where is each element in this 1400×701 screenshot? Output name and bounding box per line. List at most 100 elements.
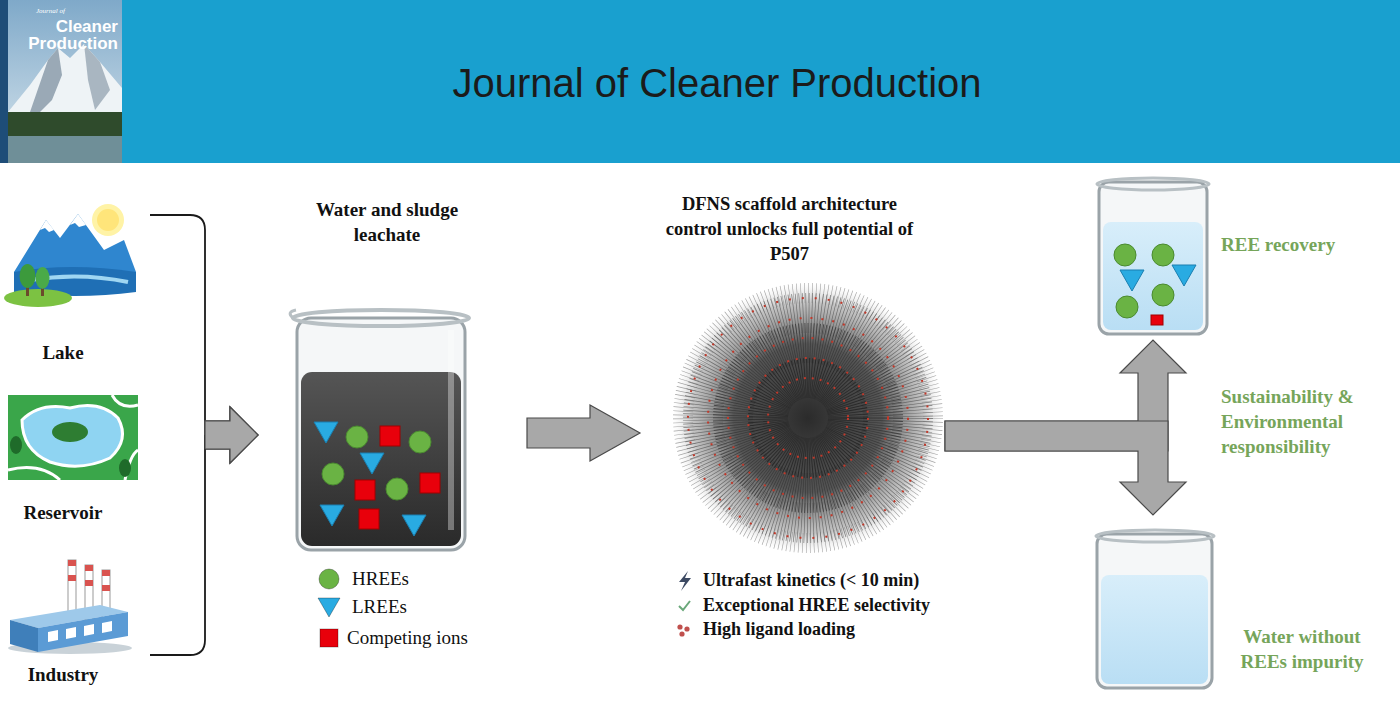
journal-cover [0, 0, 122, 163]
outcome-label: Water without REEs impurity [1232, 624, 1372, 674]
stage-heading: Water and sludge leachate [297, 197, 477, 247]
hree-symbol [322, 463, 344, 485]
recovery-beaker [1097, 178, 1209, 190]
legend-swatch [318, 598, 340, 617]
legend-swatch [317, 626, 341, 650]
stage-heading: DFNS scaffold architecture control unloc… [652, 192, 927, 267]
dfns-sphere [703, 313, 913, 523]
reservoir-icon [22, 406, 123, 467]
lake-icon [4, 289, 72, 307]
reservoir-icon [119, 459, 131, 477]
industry-icon [68, 575, 76, 581]
flow-arrow [945, 421, 1186, 515]
clean-water-beaker [1097, 534, 1212, 688]
legend-text: HREEs [352, 567, 552, 591]
lake-icon [92, 204, 124, 236]
dfns-sphere [768, 378, 848, 458]
stage-node: Industry [5, 552, 150, 690]
recovery-beaker [1103, 222, 1203, 330]
stage-node: Water and sludge leachate [258, 195, 527, 555]
lree-symbol [360, 453, 384, 474]
recovery-beaker [1099, 182, 1207, 334]
recovery-beaker [1152, 244, 1174, 266]
outcome-label: REE recovery [1221, 232, 1371, 257]
recovery-beaker [1151, 315, 1163, 325]
source-label: Lake [13, 341, 113, 365]
block-arrow [945, 421, 1186, 515]
industry-icon [10, 620, 38, 652]
leachate-beaker [293, 310, 469, 326]
legend-swatch [317, 567, 341, 591]
industry-icon [66, 627, 76, 639]
clean-water-beaker [1096, 530, 1214, 688]
stage-node: Reservoir [5, 390, 205, 525]
bullet-icon [679, 631, 684, 636]
leachate-beaker [290, 310, 296, 318]
journal-cover [8, 112, 122, 138]
industry-icon [85, 565, 93, 571]
reservoir-icon [52, 422, 88, 442]
clean-water-beaker [1101, 575, 1208, 684]
block-arrow [205, 407, 258, 463]
ion-symbol [420, 473, 440, 493]
hree-symbol [322, 426, 431, 500]
leachate-beaker [297, 318, 465, 550]
leachate-beaker [448, 330, 454, 530]
note-text: Sustainability & Environmental responsib… [1221, 384, 1381, 459]
recovery-beaker [1116, 296, 1138, 318]
source-label: Industry [13, 663, 113, 687]
feature-bullet: High ligand loading [703, 618, 973, 640]
reservoir-icon [8, 395, 138, 480]
dfns-sphere [683, 293, 933, 543]
bullet-icon [684, 626, 689, 631]
ion-symbol [359, 509, 379, 529]
flow-arrow [527, 405, 640, 461]
stage-node: DFNS scaffold architecture control unloc… [640, 188, 945, 643]
recovery-beaker [1172, 265, 1196, 286]
journal-cover [0, 0, 8, 163]
legend-swatch [319, 569, 339, 589]
leachate-beaker [290, 310, 469, 550]
feature-bullet: Exceptional HREE selectivity [703, 594, 973, 616]
journal-cover [0, 0, 122, 163]
source-label: Reservoir [13, 501, 113, 525]
legend-swatch [317, 595, 341, 619]
dfns-sphere [748, 358, 868, 478]
block-arrow [527, 405, 640, 461]
dfns-sphere [768, 378, 848, 458]
recovery-beaker [1120, 270, 1144, 291]
ion-symbol [355, 480, 375, 500]
recovery-beaker [1152, 284, 1174, 306]
industry-icon [102, 570, 110, 576]
lree-symbol [402, 515, 426, 536]
recovery-beaker [1114, 244, 1136, 266]
lake-icon [97, 209, 119, 231]
industry-icon [68, 560, 76, 566]
journal-cover [8, 44, 122, 118]
flow-arrow [205, 407, 258, 463]
cover-title: Cleaner Production [10, 18, 118, 52]
journal-cover [84, 44, 110, 110]
lree-symbol [314, 422, 338, 443]
block-arrow [205, 407, 258, 463]
bullet-icon [677, 571, 691, 637]
hree-symbol [386, 478, 408, 500]
industry-icon [102, 621, 112, 633]
bracket-line [150, 215, 205, 435]
legend-text: LREEs [352, 595, 552, 619]
bullet-icon [679, 601, 690, 610]
header-band [0, 0, 1400, 163]
legend-text: Competing ions [347, 626, 547, 650]
industry-icon [84, 624, 94, 636]
bracket-line [150, 435, 205, 655]
lake-icon [14, 214, 136, 272]
lake-icon [20, 264, 36, 288]
stage-node: REE recovery [1095, 175, 1385, 340]
lake-icon [40, 220, 54, 232]
stage-node: Water without REEs impurity [1090, 515, 1390, 692]
clean-water-beaker [1096, 530, 1214, 542]
lree-symbol [320, 505, 344, 526]
header-band [0, 0, 1400, 163]
